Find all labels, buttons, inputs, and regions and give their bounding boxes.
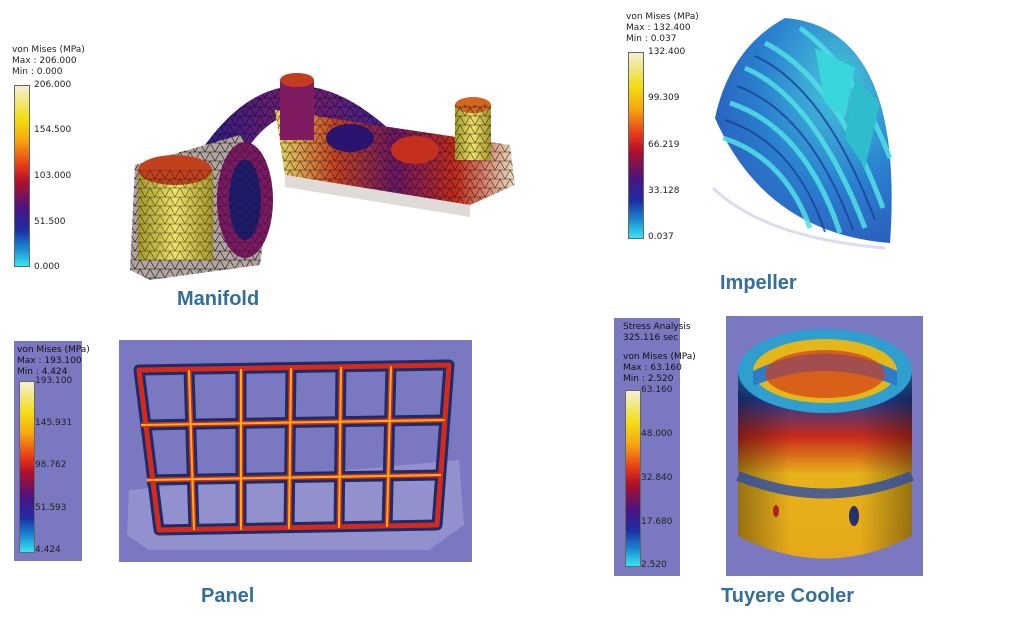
legend-title: von Mises (MPa)	[17, 345, 90, 355]
legend-min: Min : 0.037	[626, 34, 677, 44]
legend-colorbar	[628, 52, 644, 239]
legend-tick: 51.593	[35, 503, 67, 513]
legend-tick: 48.000	[641, 429, 673, 439]
legend-min: Min : 2.520	[623, 374, 674, 384]
legend-header-time: 325.116 sec	[623, 333, 679, 343]
legend-tick: 63.160	[641, 385, 673, 395]
legend-max: Max : 63.160	[623, 363, 682, 373]
legend-tick: 206.000	[34, 80, 72, 90]
legend-tick: 66.219	[648, 140, 680, 150]
manifold-legend: von Mises (MPa) Max : 206.000 Min : 0.00…	[12, 45, 92, 275]
panel-model	[127, 359, 464, 550]
legend-max: Max : 193.100	[17, 356, 82, 366]
legend-min: Min : 0.000	[12, 67, 63, 77]
legend-title: von Mises (MPa)	[623, 352, 696, 362]
legend-tick: 51.500	[34, 217, 66, 227]
tuyere-caption: Tuyere Cooler	[721, 585, 854, 607]
legend-max: Max : 206.000	[12, 56, 77, 66]
impeller-caption: Impeller	[720, 272, 797, 294]
legend-title: von Mises (MPa)	[626, 12, 699, 22]
legend-tick: 193.100	[35, 376, 73, 386]
legend-tick: 4.424	[35, 545, 61, 555]
legend-tick: 132.400	[648, 47, 686, 57]
legend-tick: 145.931	[35, 418, 73, 428]
legend-tick: 154.500	[34, 125, 72, 135]
legend-min: Min : 4.424	[17, 367, 68, 377]
legend-colorbar	[14, 85, 30, 267]
tuyere-legend: Stress Analysis 325.116 sec von Mises (M…	[623, 322, 696, 572]
legend-title: von Mises (MPa)	[12, 45, 85, 55]
legend-tick: 98.762	[35, 460, 67, 470]
legend-tick: 99.309	[648, 93, 680, 103]
panel-legend: von Mises (MPa) Max : 193.100 Min : 4.42…	[17, 345, 90, 560]
legend-tick: 0.000	[34, 262, 60, 272]
legend-tick: 33.128	[648, 186, 680, 196]
legend-tick: 103.000	[34, 171, 72, 181]
legend-max: Max : 132.400	[626, 23, 691, 33]
legend-tick: 2.520	[641, 560, 667, 570]
impeller-legend: von Mises (MPa) Max : 132.400 Min : 0.03…	[626, 12, 706, 242]
impeller-model	[711, 18, 893, 250]
tuyere-model	[736, 329, 914, 559]
legend-header-analysis: Stress Analysis	[623, 322, 691, 332]
panel-caption: Panel	[201, 585, 255, 607]
legend-tick: 0.037	[648, 232, 674, 242]
legend-tick: 32.840	[641, 473, 673, 483]
manifold-model	[130, 73, 515, 280]
legend-colorbar	[625, 390, 641, 567]
legend-tick: 17.680	[641, 517, 673, 527]
manifold-caption: Manifold	[177, 288, 260, 310]
legend-colorbar	[19, 381, 35, 553]
